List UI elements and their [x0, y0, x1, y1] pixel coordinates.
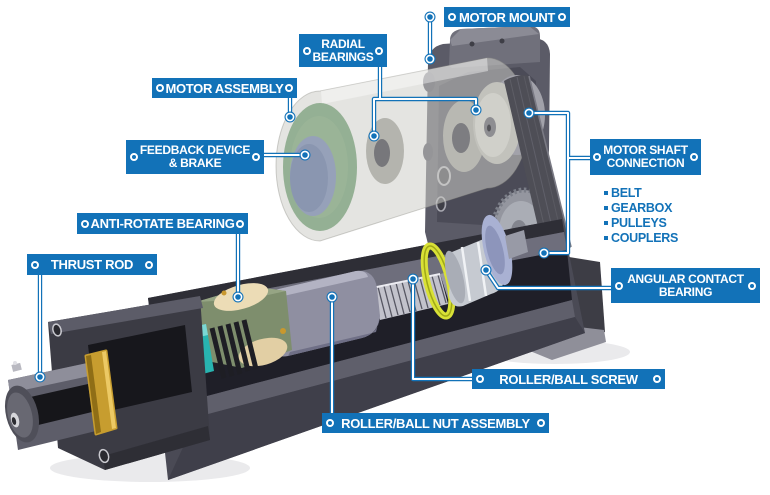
ring-icon: [326, 419, 334, 427]
ring-icon: [448, 13, 456, 21]
label-text: THRUST ROD: [50, 257, 134, 272]
label-motor-assembly: MOTOR ASSEMBLY: [152, 78, 297, 98]
leader-dots: [34, 11, 550, 383]
ring-icon: [593, 153, 601, 161]
label-text: MOTOR ASSEMBLY: [165, 80, 284, 96]
ring-icon: [558, 13, 566, 21]
label-roller-ball-screw: ROLLER/BALL SCREW: [472, 369, 665, 389]
label-text: ROLLER/BALL SCREW: [499, 371, 638, 387]
leader-radial-bearings: [371, 51, 479, 139]
sublist-item: BELT: [604, 185, 678, 200]
ring-icon: [130, 153, 138, 161]
ring-icon: [31, 260, 39, 269]
label-motor-shaft-connection: MOTOR SHAFT CONNECTION: [590, 139, 701, 175]
label-text: ANGULAR CONTACT BEARING: [627, 271, 744, 299]
label-text: ANTI-ROTATE BEARING: [90, 216, 235, 231]
ring-icon: [375, 46, 383, 55]
label-roller-ball-nut-assembly: ROLLER/BALL NUT ASSEMBLY: [322, 413, 549, 433]
bullet-icon: [604, 205, 608, 210]
label-text: ROLLER/BALL NUT ASSEMBLY: [341, 415, 530, 431]
ring-icon: [145, 260, 153, 269]
label-text: RADIAL BEARINGS: [312, 36, 374, 64]
sublist-item: PULLEYS: [604, 215, 678, 230]
label-text: MOTOR SHAFT CONNECTION: [603, 143, 688, 170]
ring-icon: [285, 84, 293, 92]
ring-icon: [156, 84, 164, 92]
thrust-rod-graphic: [4, 349, 118, 450]
motor-assembly-graphic: [275, 57, 545, 242]
bullet-icon: [604, 235, 608, 240]
label-anti-rotate-bearing: ANTI-ROTATE BEARING: [77, 213, 248, 234]
sublist-item: COUPLERS: [604, 230, 678, 245]
angular-contact-bearing-graphic: [420, 214, 528, 320]
spring-graphic: [209, 319, 259, 379]
ring-icon: [537, 419, 545, 427]
label-feedback-device-brake: FEEDBACK DEVICE & BRAKE: [126, 140, 264, 174]
leader-angular-contact: [483, 267, 623, 291]
label-text: MOTOR MOUNT: [458, 9, 556, 25]
gold-ring-graphic: [84, 349, 118, 436]
ring-icon: [303, 46, 311, 55]
ring-icon: [653, 375, 661, 383]
label-thrust-rod: THRUST ROD: [27, 254, 157, 275]
label-angular-contact-bearing: ANGULAR CONTACT BEARING: [611, 268, 760, 303]
leader-motor-shaft: [526, 110, 600, 256]
bullet-icon: [604, 220, 608, 225]
leader-roller-screw: [410, 276, 494, 382]
pulley-graphic: [473, 82, 521, 164]
ring-icon: [252, 153, 260, 161]
motor-shaft-connection-sublist: BELT GEARBOX PULLEYS COUPLERS: [604, 185, 678, 245]
sublist-item: GEARBOX: [604, 200, 678, 215]
ring-icon: [81, 219, 89, 228]
ring-icon: [690, 153, 698, 161]
label-text: FEEDBACK DEVICE & BRAKE: [139, 143, 251, 170]
label-motor-mount: MOTOR MOUNT: [444, 7, 570, 27]
ring-icon: [476, 375, 484, 383]
ring-icon: [236, 219, 244, 228]
bullet-icon: [604, 190, 608, 195]
ring-icon: [615, 281, 623, 290]
ring-icon: [748, 281, 756, 290]
label-radial-bearings: RADIAL BEARINGS: [299, 34, 387, 67]
